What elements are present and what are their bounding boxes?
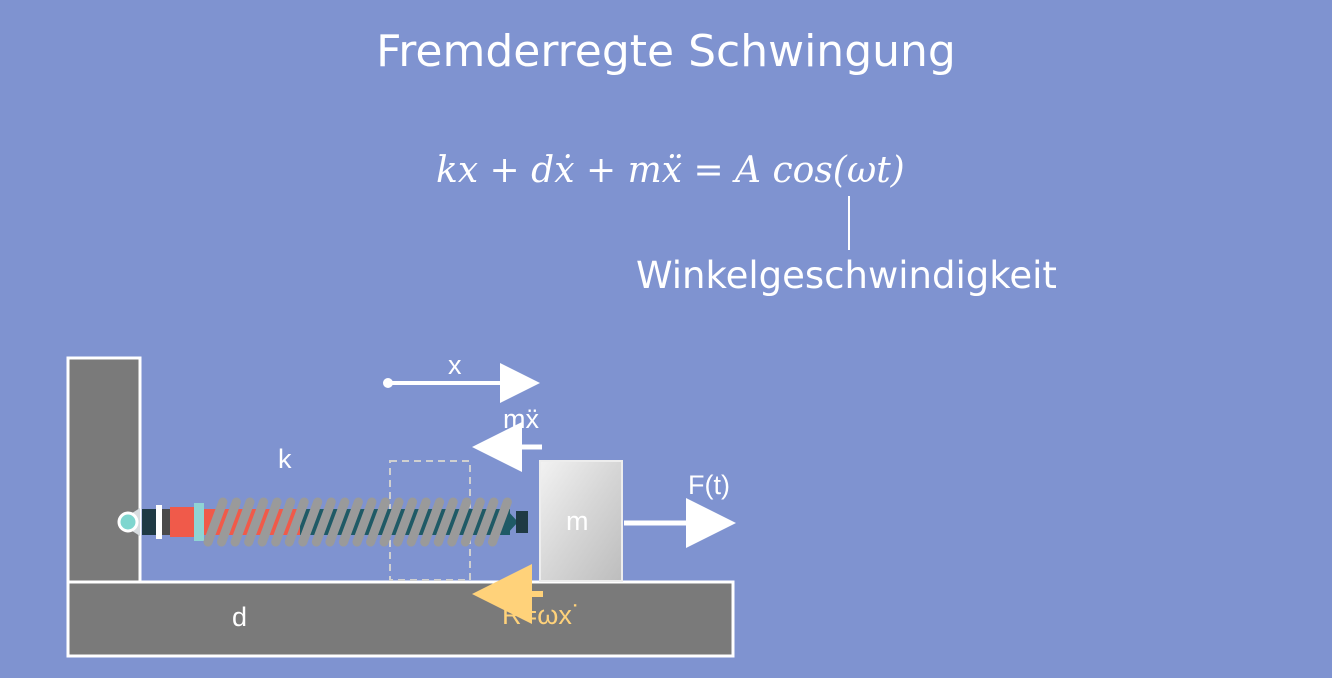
spring-coil-turn	[338, 497, 363, 547]
annotation-connector-line	[848, 196, 850, 250]
friction-label: R=ωx˙	[502, 600, 581, 630]
spring-coil-turn	[474, 497, 499, 547]
spring-coil-turn	[257, 497, 282, 547]
spring-coil-turn	[379, 497, 404, 547]
fixed-wall	[66, 356, 142, 586]
spring-coil-turn	[311, 497, 336, 547]
spring-damper	[117, 497, 552, 547]
ground-base	[66, 580, 735, 658]
mass-block	[539, 460, 623, 582]
spring-coil-turn	[217, 497, 241, 547]
spring-coil-turn	[460, 497, 485, 547]
page-title: Fremderregte Schwingung	[376, 26, 956, 77]
spring-coil-turn	[393, 497, 418, 547]
angular-velocity-annotation: Winkelgeschwindigkeit	[636, 254, 1057, 297]
spring-coil-turn	[325, 497, 350, 547]
spring-coil-turn	[487, 497, 512, 547]
mass-label: m	[566, 506, 589, 536]
spring-coil-turn	[284, 497, 309, 547]
spring-coil-turn	[366, 497, 390, 547]
spring-coil-turn	[230, 497, 255, 547]
damping-label: d	[232, 602, 248, 632]
spring-coil-turn	[271, 497, 296, 547]
spring-coil-turn	[298, 497, 323, 547]
spring-coil-turn	[406, 497, 431, 547]
displacement-arrow	[383, 363, 540, 403]
spring-coil-turn	[244, 497, 269, 547]
external-force-label: F(t)	[688, 470, 730, 500]
equation: kx + dẋ + mẍ = A cos(ωt)	[436, 150, 905, 191]
spring-coil-turn	[433, 497, 458, 547]
displacement-label: x	[448, 350, 462, 380]
spring-coil-turn	[352, 497, 377, 547]
spring-coil-turn	[420, 497, 445, 547]
spring-coil-turn	[447, 497, 472, 547]
spring-constant-label: k	[278, 444, 292, 474]
inertia-label: mẍ	[503, 404, 539, 434]
spring-coil-turn	[203, 497, 228, 547]
